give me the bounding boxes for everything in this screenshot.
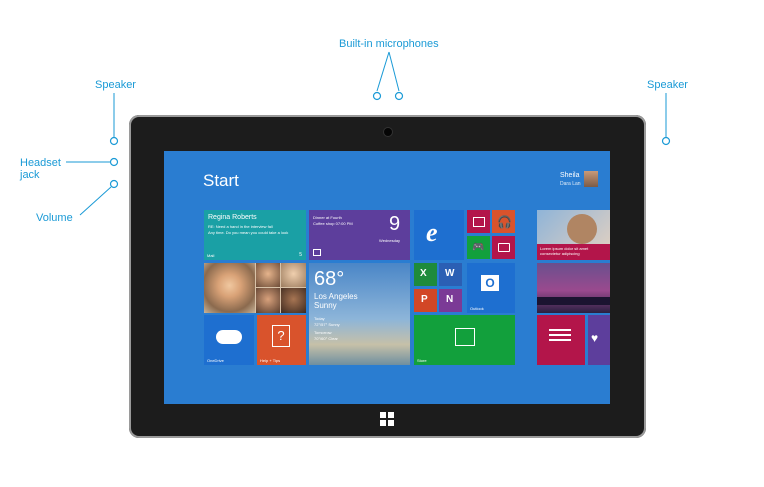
outlook-icon: O	[481, 275, 499, 291]
mic-line-left	[376, 51, 390, 92]
onedrive-label: OneDrive	[207, 358, 224, 363]
speaker-left-label: Speaker	[95, 79, 136, 91]
help-tips-tile[interactable]: ? Help + Tips	[257, 315, 306, 365]
store-label: Store	[417, 358, 427, 363]
mail-count: 5	[299, 252, 302, 258]
travel-tile[interactable]	[537, 263, 610, 313]
user-name[interactable]: Sheila	[560, 172, 580, 179]
news-photo	[567, 214, 597, 244]
volume-line	[79, 186, 112, 216]
skyline	[537, 297, 610, 305]
volume-dot	[109, 179, 119, 189]
help-label: Help + Tips	[260, 358, 281, 363]
calendar-event-sub: Coffee shop 07:00 PM	[313, 221, 353, 226]
photo-main	[204, 263, 255, 313]
weather-condition: Sunny	[314, 301, 337, 310]
cloud-icon	[216, 330, 242, 344]
mic-left-dot	[372, 91, 382, 101]
weather-tomorrow-value: 70°/60° Clear	[314, 336, 338, 341]
reading-list-tile[interactable]	[537, 315, 585, 365]
user-subtitle: Dara Lan	[560, 181, 581, 187]
store-tile[interactable]: Store	[414, 315, 515, 365]
headphones-icon: 🎧	[497, 215, 512, 229]
calendar-tile[interactable]: Dinner at Fourth Coffee shop 07:00 PM 9 …	[309, 210, 410, 260]
mic-line-right	[388, 51, 400, 92]
front-camera	[384, 128, 392, 136]
video-icon	[473, 217, 485, 227]
camera-tile[interactable]	[492, 236, 515, 259]
mic-right-dot	[394, 91, 404, 101]
weather-temp: 68°	[314, 268, 345, 290]
music-tile[interactable]: 🎧	[492, 210, 515, 233]
windows-button[interactable]	[380, 412, 394, 426]
weather-tomorrow-label: Tomorrow	[314, 330, 332, 335]
mics-label: Built-in microphones	[339, 38, 439, 50]
photo-4	[281, 288, 306, 313]
store-icon	[455, 328, 475, 346]
gamepad-icon: 🎮	[472, 242, 485, 253]
people-tile[interactable]	[204, 263, 306, 313]
outlook-label: Outlook	[470, 306, 484, 311]
user-avatar[interactable]	[584, 171, 598, 187]
heartbeat-icon: ♥	[591, 331, 599, 345]
camera-icon	[498, 243, 510, 252]
news-tile[interactable]: Lorem ipsum dolor sit amet consectetur a…	[537, 210, 610, 260]
help-icon: ?	[272, 325, 290, 347]
health-tile[interactable]: ♥	[588, 315, 610, 365]
weather-today-value: 72°/57° Sunny	[314, 322, 340, 327]
start-screen: Start Sheila Dara Lan Regina Roberts RE:…	[164, 151, 610, 404]
headset-dot	[109, 157, 119, 167]
powerpoint-icon: P	[421, 294, 428, 305]
calendar-day: 9	[389, 213, 401, 235]
tablet-device: Start Sheila Dara Lan Regina Roberts RE:…	[129, 115, 646, 438]
weather-today-label: Today	[314, 316, 325, 321]
volume-label: Volume	[36, 212, 73, 224]
ie-icon: e	[426, 218, 438, 247]
speaker-left-dot	[109, 136, 119, 146]
mail-label: Mail	[207, 253, 215, 258]
speaker-right-label: Speaker	[647, 79, 688, 91]
internet-explorer-tile[interactable]: e	[414, 210, 464, 260]
photo-1	[256, 263, 280, 287]
news-band	[537, 244, 610, 260]
start-title: Start	[203, 171, 239, 190]
mail-preview: Any time. Do you mean you could take a l…	[208, 230, 289, 235]
onenote-icon: N	[446, 294, 454, 305]
weather-tile[interactable]: 68° Los Angeles Sunny Today 72°/57° Sunn…	[309, 263, 410, 365]
calendar-icon	[313, 249, 321, 256]
news-headline: Lorem ipsum dolor sit amet consectetur a…	[540, 246, 589, 256]
word-tile[interactable]: W	[439, 263, 462, 286]
photo-3	[256, 288, 280, 313]
weather-city: Los Angeles	[314, 292, 358, 301]
mail-subject: RE: Need a hand in the interview fall	[208, 224, 273, 229]
speaker-right-dot	[661, 136, 671, 146]
headset-label: Headset jack	[20, 157, 61, 181]
games-tile[interactable]: 🎮	[467, 236, 490, 259]
calendar-event: Dinner at Fourth	[313, 215, 342, 220]
photo-2	[281, 263, 306, 287]
mail-sender: Regina Roberts	[208, 214, 257, 221]
onedrive-tile[interactable]: OneDrive	[204, 315, 254, 365]
outlook-tile[interactable]: O Outlook	[467, 263, 515, 313]
onenote-tile[interactable]: N	[439, 289, 462, 312]
excel-icon: X	[420, 268, 427, 279]
mail-tile[interactable]: Regina Roberts RE: Need a hand in the in…	[204, 210, 306, 260]
video-tile[interactable]	[467, 210, 490, 233]
calendar-weekday: Wednesday	[379, 238, 401, 243]
powerpoint-tile[interactable]: P	[414, 289, 437, 312]
list-icon	[549, 329, 571, 331]
word-icon: W	[445, 268, 455, 279]
excel-tile[interactable]: X	[414, 263, 437, 286]
